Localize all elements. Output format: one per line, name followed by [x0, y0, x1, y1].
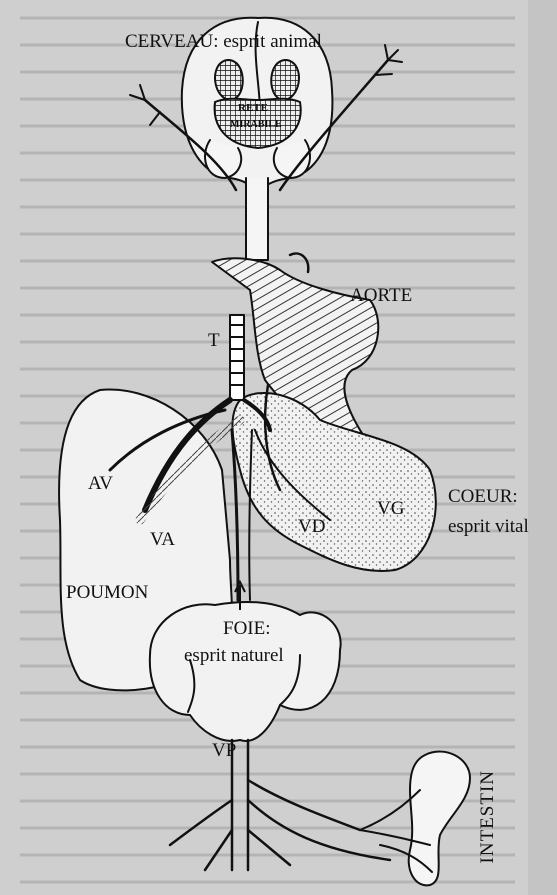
label-av: AV — [88, 474, 113, 493]
label-vp: VP — [212, 741, 236, 760]
label-va: VA — [150, 530, 175, 549]
ventricle-left — [215, 60, 243, 100]
ventricle-right — [271, 60, 299, 100]
label-rete: RETE — [238, 103, 268, 114]
label-t: T — [208, 331, 220, 350]
label-foie: FOIE: — [223, 619, 271, 638]
label-esprit-vital: esprit vital — [448, 517, 529, 536]
label-aorte: AORTE — [350, 286, 412, 305]
carotid-vessels — [246, 178, 268, 260]
label-vd: VD — [298, 517, 325, 536]
label-esprit-naturel: esprit naturel — [184, 646, 284, 665]
label-cerveau: CERVEAU: esprit animal — [125, 32, 322, 51]
label-poumon: POUMON — [66, 583, 148, 602]
label-vg: VG — [377, 499, 404, 518]
label-intestin: INTESTIN — [478, 770, 497, 863]
label-coeur: COEUR: — [448, 487, 518, 506]
label-mirabile: MIRABILE — [230, 120, 282, 130]
trachea — [230, 315, 244, 400]
